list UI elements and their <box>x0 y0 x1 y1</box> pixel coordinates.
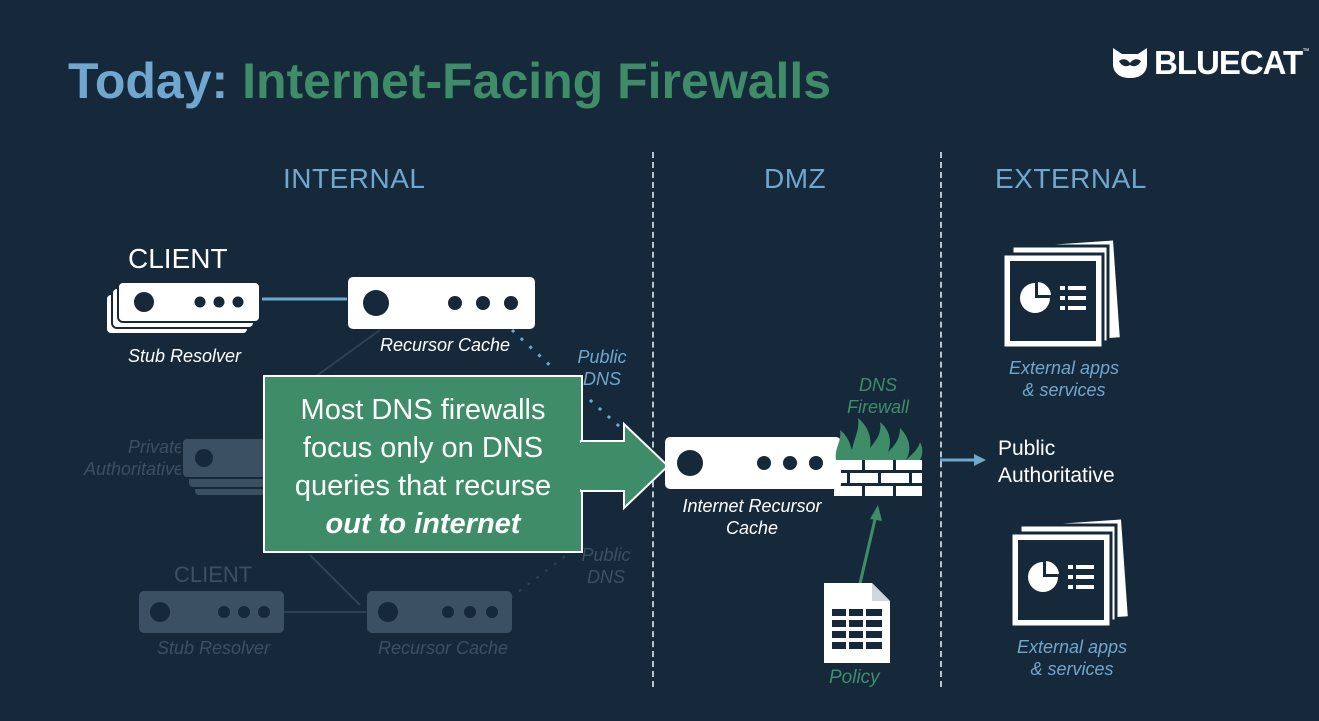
private-authoritative-server <box>181 437 270 497</box>
policy-label: Policy <box>829 667 880 688</box>
section-external: EXTERNAL <box>995 163 1147 194</box>
external-apps-top-line-1: External apps <box>1008 358 1120 378</box>
logo-text: BLUECAT <box>1154 44 1303 81</box>
callout-line-2: focus only on DNS <box>302 432 544 464</box>
public-dns-label-dim: Public DNS <box>578 544 634 588</box>
internet-recursor-cache-server <box>665 437 841 489</box>
external-apps-icon-bottom <box>1009 516 1131 629</box>
bluecat-logo-icon <box>1113 48 1147 78</box>
dns-firewall-label: DNS Firewall <box>838 374 918 418</box>
external-apps-bottom-line-1: External apps <box>1016 637 1128 657</box>
policy-arrow-line <box>856 514 878 593</box>
internet-recursor-cache-label: Internet Recursor Cache <box>672 495 832 539</box>
client-label-dim: CLIENT <box>174 562 253 587</box>
public-authoritative-line-2: Authoritative <box>998 464 1115 487</box>
recursor-cache-label-dim: Recursor Cache <box>378 638 509 658</box>
slide-title: Today: Internet-Facing Firewalls <box>68 52 831 110</box>
private-authoritative-line-1: Private <box>127 437 184 457</box>
public-auth-arrow-head <box>974 454 986 466</box>
client-label: CLIENT <box>128 243 228 274</box>
callout-emphasis: out to internet <box>325 508 521 540</box>
public-dns-line-1: Public <box>577 347 627 367</box>
public-dns-dim-line-2: DNS <box>586 567 625 587</box>
dns-firewall-line-2: Firewall <box>846 397 909 417</box>
logo-trademark: ™ <box>1302 48 1310 55</box>
stub-resolver-label-dim: Stub Resolver <box>157 638 271 658</box>
recursor-cache-server-dim <box>367 591 512 633</box>
stub-resolver-server <box>105 281 261 335</box>
connector-dim-3 <box>309 554 361 606</box>
external-apps-label-top: External apps & services <box>996 357 1132 401</box>
callout-text: Most DNS firewalls focus only on DNS que… <box>265 391 581 543</box>
callout-box: Most DNS firewalls focus only on DNS que… <box>263 375 583 553</box>
public-dns-label: Public DNS <box>565 346 639 390</box>
private-authoritative-label: Private Authoritative <box>64 436 184 480</box>
title-main: Internet-Facing Firewalls <box>242 53 832 109</box>
public-authoritative-line-1: Public <box>998 437 1056 460</box>
bluecat-logo: BLUECAT ™ <box>1110 44 1309 82</box>
external-apps-top-line-2: & services <box>1022 380 1106 400</box>
internet-recursor-cache-line-2: Cache <box>725 518 779 538</box>
recursor-cache-server <box>348 277 535 329</box>
policy-document-icon <box>824 583 890 663</box>
divider-dmz-external <box>940 152 942 687</box>
connector-public-dns-1 <box>510 328 557 372</box>
firewall-icon <box>834 418 923 496</box>
section-dmz: DMZ <box>764 163 827 194</box>
divider-internal-dmz <box>652 152 654 687</box>
public-dns-dim-line-1: Public <box>581 545 631 565</box>
section-internal: INTERNAL <box>283 163 426 194</box>
callout-line-1: Most DNS firewalls <box>300 394 546 426</box>
public-authoritative-label: Public Authoritative <box>998 435 1115 489</box>
dns-firewall-line-1: DNS <box>858 375 897 395</box>
public-dns-line-2: DNS <box>582 369 621 389</box>
policy-arrow-head <box>870 505 882 521</box>
internet-recursor-cache-line-1: Internet Recursor <box>682 496 822 516</box>
callout-line-3: queries that recurse <box>294 470 552 502</box>
external-apps-icon-top <box>1001 237 1123 350</box>
recursor-cache-label: Recursor Cache <box>380 335 511 355</box>
callout-arrow-icon <box>580 421 670 511</box>
title-prefix: Today: <box>68 53 229 109</box>
stub-resolver-server-dim <box>139 591 284 633</box>
external-apps-bottom-line-2: & services <box>1030 659 1114 679</box>
external-apps-label-bottom: External apps & services <box>1004 636 1140 680</box>
stub-resolver-label: Stub Resolver <box>128 346 242 366</box>
private-authoritative-line-2: Authoritative <box>83 459 184 479</box>
